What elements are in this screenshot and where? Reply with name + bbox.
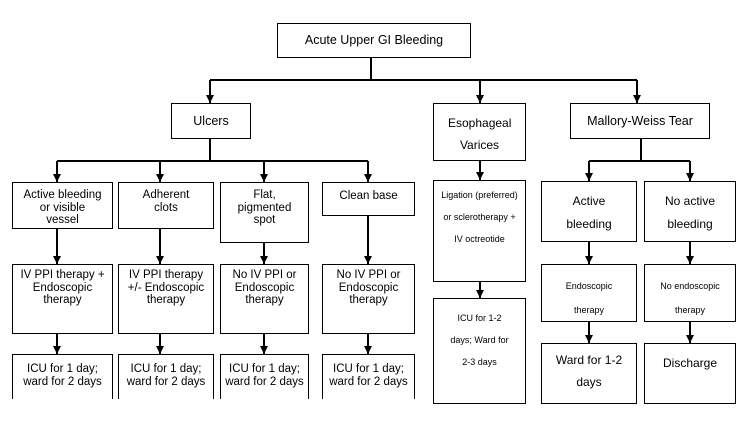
active-treatment-box: IV PPI therapy + Endoscopic therapy — [12, 264, 113, 334]
ulcers-box: Ulcers — [171, 103, 251, 139]
mw-none-treatment-label: No endoscopic therapy — [660, 281, 720, 315]
mw-active-disposition-box: Ward for 1-2 days — [541, 343, 637, 404]
flat-spot-label: Flat, pigmented spot — [237, 189, 292, 226]
flat-treatment-label: No IV PPI or Endoscopic therapy — [232, 269, 297, 306]
flat-spot-box: Flat, pigmented spot — [220, 182, 309, 243]
active-disposition-label: ICU for 1 day; ward for 2 days — [23, 363, 102, 388]
clean-base-box: Clean base — [322, 182, 415, 216]
root-label: Acute Upper GI Bleeding — [304, 33, 444, 47]
varices-disposition-box: ICU for 1-2 days; Ward for 2-3 days — [433, 298, 526, 404]
mw-none-treatment-box: No endoscopic therapy — [644, 264, 736, 322]
mw-active-treatment-box: Endoscopic therapy — [541, 264, 637, 322]
mw-none-disposition-box: Discharge — [644, 343, 736, 404]
mw-none-disposition-label: Discharge — [662, 356, 718, 370]
ulcers-label: Ulcers — [193, 114, 229, 128]
adherent-clots-box: Adherent clots — [118, 182, 214, 229]
varices-box: Esophageal Varices — [433, 103, 526, 161]
mallory-label: Mallory-Weiss Tear — [587, 114, 693, 128]
mw-active-treatment-label: Endoscopic therapy — [565, 281, 613, 315]
adherent-treatment-box: IV PPI therapy +/- Endoscopic therapy — [118, 264, 214, 334]
varices-treatment-label: Ligation (preferred) or sclerotherapy + … — [441, 190, 518, 244]
adherent-treatment-label: IV PPI therapy +/- Endoscopic therapy — [127, 269, 205, 306]
mw-none-box: No active bleeding — [644, 181, 736, 242]
clean-treatment-box: No IV PPI or Endoscopic therapy — [322, 264, 415, 334]
varices-disposition-label: ICU for 1-2 days; Ward for 2-3 days — [450, 313, 509, 367]
mw-active-label: Active bleeding — [566, 194, 612, 231]
adherent-disposition-box: ICU for 1 day; ward for 2 days — [118, 354, 214, 399]
flat-disposition-label: ICU for 1 day; ward for 2 days — [225, 363, 304, 388]
flat-treatment-box: No IV PPI or Endoscopic therapy — [220, 264, 309, 334]
clean-treatment-label: No IV PPI or Endoscopic therapy — [336, 269, 401, 306]
active-bleeding-box: Active bleeding or visible vessel — [12, 182, 113, 229]
active-treatment-label: IV PPI therapy + Endoscopic therapy — [20, 269, 105, 306]
adherent-clots-label: Adherent clots — [142, 189, 190, 214]
mw-active-box: Active bleeding — [541, 181, 637, 242]
mw-none-label: No active bleeding — [664, 194, 716, 231]
adherent-disposition-label: ICU for 1 day; ward for 2 days — [126, 363, 206, 388]
mallory-box: Mallory-Weiss Tear — [570, 103, 710, 139]
clean-base-label: Clean base — [339, 190, 398, 202]
root-box: Acute Upper GI Bleeding — [277, 23, 471, 58]
clean-disposition-box: ICU for 1 day; ward for 2 days — [322, 354, 415, 399]
varices-treatment-box: Ligation (preferred) or sclerotherapy + … — [433, 180, 526, 282]
mw-active-disposition-label: Ward for 1-2 days — [555, 353, 623, 389]
active-disposition-box: ICU for 1 day; ward for 2 days — [12, 354, 113, 399]
active-bleeding-label: Active bleeding or visible vessel — [23, 189, 102, 226]
flat-disposition-box: ICU for 1 day; ward for 2 days — [220, 354, 309, 399]
clean-disposition-label: ICU for 1 day; ward for 2 days — [329, 363, 408, 388]
varices-label: Esophageal Varices — [448, 116, 512, 152]
